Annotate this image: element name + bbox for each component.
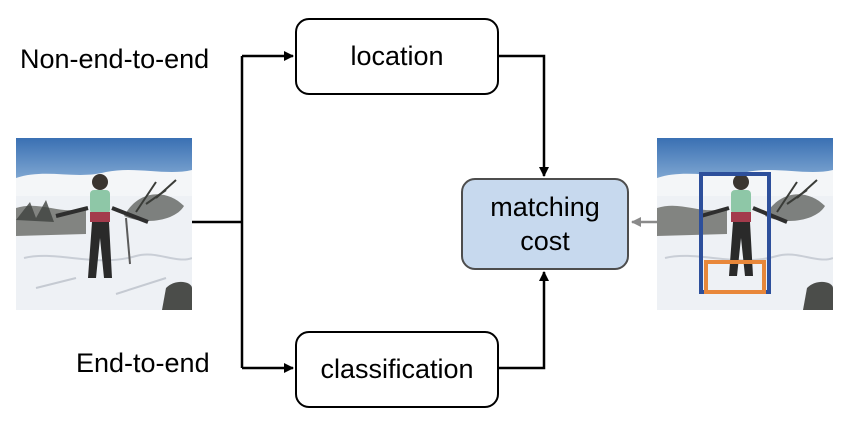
- matching-cost-label-line1: matching: [490, 192, 600, 222]
- location-box: location: [295, 18, 499, 95]
- matching-cost-box: matching cost: [461, 178, 629, 270]
- arrow-location-to-matching: [499, 54, 549, 177]
- classification-label: classification: [320, 354, 474, 384]
- label-non-end-to-end: Non-end-to-end: [20, 44, 210, 74]
- input-photo: [16, 138, 192, 310]
- matching-cost-label-line2: cost: [520, 226, 570, 256]
- output-photo: [657, 138, 833, 310]
- feet-bounding-box: [704, 260, 766, 294]
- location-label: location: [350, 41, 444, 71]
- label-end-to-end: End-to-end: [76, 348, 210, 378]
- classification-box: classification: [295, 331, 499, 408]
- arrow-classification-to-matching: [499, 271, 549, 370]
